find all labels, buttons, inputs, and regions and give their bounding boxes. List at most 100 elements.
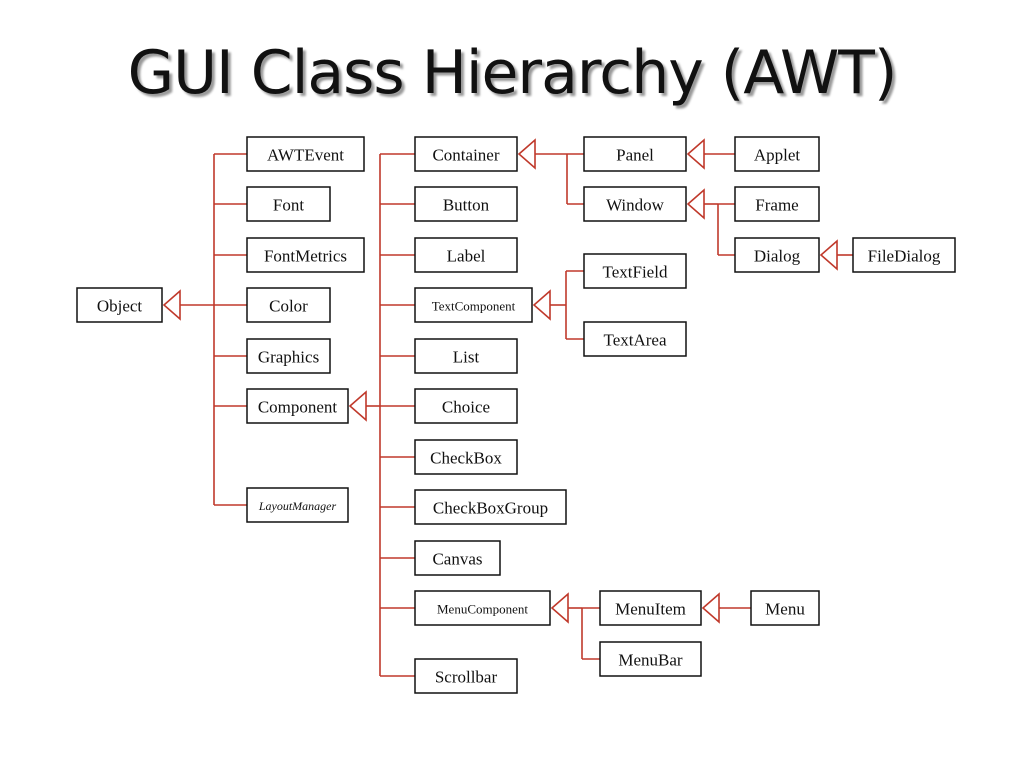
inheritance-arrow-dialog — [819, 239, 838, 271]
class-box-canvas — [414, 540, 501, 576]
class-label-color: Color — [269, 297, 308, 316]
inheritance-arrow-container — [517, 138, 536, 170]
class-box-container — [414, 136, 518, 172]
class-box-applet — [734, 136, 820, 172]
class-node-font: Font — [246, 186, 331, 222]
class-node-menu: Menu — [750, 590, 820, 626]
inheritance-arrow-component — [348, 390, 367, 422]
class-node-fontmetrics: FontMetrics — [246, 237, 365, 273]
class-label-applet: Applet — [754, 146, 801, 165]
class-label-list: List — [453, 348, 480, 367]
class-node-textcomponent: TextComponent — [414, 287, 533, 323]
class-label-container: Container — [432, 146, 499, 165]
class-node-canvas: Canvas — [414, 540, 501, 576]
class-label-dialog: Dialog — [754, 247, 801, 266]
class-box-panel — [583, 136, 687, 172]
class-node-menucomponent: MenuComponent — [414, 590, 551, 626]
class-node-awtevent: AWTEvent — [246, 136, 365, 172]
class-label-layoutmanager: LayoutManager — [258, 499, 337, 513]
class-node-scrollbar: Scrollbar — [414, 658, 518, 694]
inheritance-edges — [162, 138, 853, 677]
class-node-menubar: MenuBar — [599, 641, 702, 677]
class-node-label: Label — [414, 237, 518, 273]
class-node-object: Object — [76, 287, 163, 323]
class-box-layoutmanager — [246, 487, 349, 523]
class-box-textfield — [583, 253, 687, 289]
class-box-component — [246, 388, 349, 424]
class-node-frame: Frame — [734, 186, 820, 222]
class-label-font: Font — [273, 196, 304, 215]
class-box-awtevent — [246, 136, 365, 172]
class-label-button: Button — [443, 196, 490, 215]
class-nodes: Object AWTEventFontFontMetricsColorGraphi… — [76, 136, 956, 694]
class-box-label — [414, 237, 518, 273]
class-box-menubar — [599, 641, 702, 677]
class-node-textarea: TextArea — [583, 321, 687, 357]
class-node-choice: Choice — [414, 388, 518, 424]
class-label-menubar: MenuBar — [618, 651, 683, 670]
class-box-list — [414, 338, 518, 374]
class-node-container: Container — [414, 136, 518, 172]
class-node-dialog: Dialog — [734, 237, 820, 273]
class-node-panel: Panel — [583, 136, 687, 172]
class-label-canvas: Canvas — [432, 550, 482, 569]
class-node-graphics: Graphics — [246, 338, 331, 374]
class-label-filedialog: FileDialog — [868, 247, 941, 266]
inheritance-arrow-textcomponent — [532, 289, 551, 321]
class-node-window: Window — [583, 186, 687, 222]
class-box-dialog — [734, 237, 820, 273]
class-label-awtevent: AWTEvent — [267, 146, 344, 165]
class-box-window — [583, 186, 687, 222]
inheritance-arrow-panel — [686, 138, 705, 170]
class-box-button — [414, 186, 518, 222]
class-node-list: List — [414, 338, 518, 374]
class-label-menucomponent: MenuComponent — [437, 602, 528, 617]
class-box-graphics — [246, 338, 331, 374]
class-node-component: Component — [246, 388, 349, 424]
class-node-textfield: TextField — [583, 253, 687, 289]
class-box-menucomponent — [414, 590, 551, 626]
class-node-applet: Applet — [734, 136, 820, 172]
class-box-checkboxgroup — [414, 489, 567, 525]
class-label-component: Component — [258, 398, 338, 417]
class-label-graphics: Graphics — [258, 348, 319, 367]
class-box-color — [246, 287, 331, 323]
class-node-button: Button — [414, 186, 518, 222]
class-label-window: Window — [606, 196, 665, 215]
class-node-menuitem: MenuItem — [599, 590, 702, 626]
class-label-label: Label — [447, 247, 486, 266]
class-box-textcomponent — [414, 287, 533, 323]
class-label-checkboxgroup: CheckBoxGroup — [433, 499, 548, 518]
class-node-layoutmanager: LayoutManager — [246, 487, 349, 523]
inheritance-arrow-menucomponent — [550, 592, 569, 624]
class-label-frame: Frame — [755, 196, 798, 215]
inheritance-arrow-object — [162, 289, 181, 321]
class-node-filedialog: FileDialog — [852, 237, 956, 273]
inheritance-arrow-menuitem — [701, 592, 720, 624]
class-box-filedialog — [852, 237, 956, 273]
class-box-menuitem — [599, 590, 702, 626]
class-box-fontmetrics — [246, 237, 365, 273]
class-box-checkbox — [414, 439, 518, 475]
class-label-checkbox: CheckBox — [430, 449, 502, 468]
class-box-object — [76, 287, 163, 323]
class-label-menu: Menu — [765, 600, 805, 619]
class-node-checkbox: CheckBox — [414, 439, 518, 475]
inheritance-arrow-window — [686, 188, 705, 220]
class-label-textcomponent: TextComponent — [432, 299, 516, 314]
class-label-object: Object — [97, 297, 143, 316]
class-label-textarea: TextArea — [604, 331, 667, 350]
class-node-color: Color — [246, 287, 331, 323]
class-label-textfield: TextField — [603, 263, 668, 282]
class-box-choice — [414, 388, 518, 424]
class-label-scrollbar: Scrollbar — [435, 668, 498, 687]
class-label-menuitem: MenuItem — [615, 600, 686, 619]
class-box-frame — [734, 186, 820, 222]
class-box-textarea — [583, 321, 687, 357]
class-box-scrollbar — [414, 658, 518, 694]
class-node-checkboxgroup: CheckBoxGroup — [414, 489, 567, 525]
slide-title: GUI Class Hierarchy (AWT) — [127, 38, 898, 108]
class-label-fontmetrics: FontMetrics — [264, 247, 347, 266]
class-box-menu — [750, 590, 820, 626]
